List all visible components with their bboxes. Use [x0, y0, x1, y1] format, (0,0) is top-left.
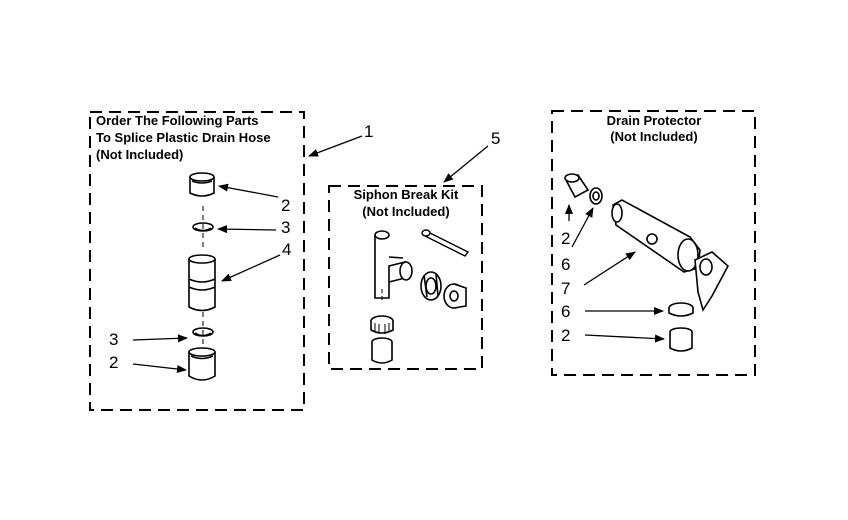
label-coupling-bottom: 2: [109, 353, 119, 372]
label-protector-body: 7: [561, 279, 571, 298]
label-protector-washer-top: 6: [561, 255, 571, 274]
siphon-kit-title-line1: Siphon Break Kit: [353, 187, 459, 202]
siphon-tee: [374, 230, 413, 303]
clamp-top: [192, 222, 214, 232]
drain-protector-title-line1: Drain Protector: [606, 113, 702, 128]
arrow-coupling-top: [218, 183, 279, 198]
protector-body: [611, 199, 730, 312]
arrow-protector-washer-top: [571, 207, 594, 248]
siphon-ring: [370, 315, 394, 334]
siphon-pin: [421, 229, 470, 257]
arrow-clamp-top: [217, 225, 277, 234]
callout-1: 1: [364, 122, 374, 141]
siphon-coupling: [371, 337, 393, 364]
arrow-coupling-bottom: [132, 363, 187, 373]
callout-arrow-1: [308, 135, 363, 157]
label-coupling-top: 2: [281, 196, 291, 215]
arrow-connector: [221, 254, 281, 282]
protector-coupling-bottom: [669, 327, 693, 352]
drain-protector-title-line2: (Not Included): [610, 129, 698, 144]
protector-washer-bottom: [668, 302, 694, 317]
siphon-cap: [443, 283, 467, 309]
splice-kit-title-line3: (Not Included): [96, 147, 184, 162]
label-protector-washer-bottom: 6: [561, 302, 571, 321]
siphon-kit-box: [328, 185, 483, 370]
siphon-kit-title-line2: (Not Included): [362, 204, 450, 219]
siphon-nut: [420, 271, 442, 301]
protector-washer-top: [589, 187, 603, 205]
arrow-protector-body: [583, 251, 636, 286]
protector-coupling-top: [564, 173, 590, 199]
connector: [188, 254, 216, 312]
label-clamp-bottom: 3: [109, 330, 119, 349]
label-protector-coupling-top: 2: [561, 229, 571, 248]
splice-kit-title-line2: To Splice Plastic Drain Hose: [96, 130, 271, 145]
splice-kit-box: [89, 111, 305, 411]
label-protector-coupling-bottom: 2: [561, 326, 571, 345]
callout-arrow-5: [443, 145, 489, 183]
coupling-bottom: [188, 347, 216, 381]
label-connector: 4: [282, 240, 292, 259]
drain-protector-box: [551, 110, 756, 376]
arrow-clamp-bottom: [132, 334, 188, 343]
clamp-bottom: [192, 327, 214, 337]
coupling-top: [189, 172, 215, 197]
arrow-protector-coupling-bottom: [584, 334, 665, 343]
label-clamp-top: 3: [281, 218, 291, 237]
callout-5: 5: [491, 129, 501, 148]
splice-kit-title-line1: Order The Following Parts: [96, 113, 259, 128]
